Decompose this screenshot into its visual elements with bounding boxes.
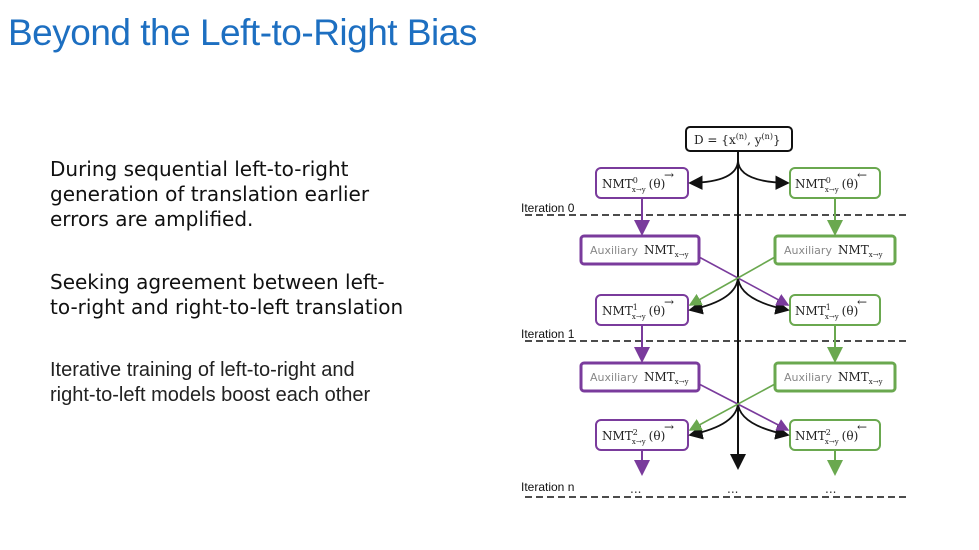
continuation-dots-center: ... [727,482,738,496]
bullet-line: to-right and right-to-left translation [50,295,404,319]
svg-text:Auxiliary: Auxiliary [590,244,638,257]
svg-text:Iteration 1: Iteration 1 [521,327,575,341]
svg-text:Auxiliary: Auxiliary [784,244,832,257]
svg-text:Auxiliary: Auxiliary [784,371,832,384]
svg-text:D = {x(n), y(n)}: D = {x(n), y(n)} [694,132,781,147]
iteration-0-separator: Iteration 0 [521,201,910,216]
bullet-agreement: Seeking agreement between left- to-right… [50,270,403,320]
dataset-node: D = {x(n), y(n)} [685,126,793,152]
dataset-label: D = {x [694,133,736,147]
svg-text:NMTx→y: NMTx→y [644,243,689,259]
bullet-line: generation of translation earlier [50,182,370,206]
svg-text:NMTx→y: NMTx→y [644,370,689,386]
arrow-right-mark: → [664,295,674,309]
bullet-line: Iterative training of left-to-right and [50,359,355,381]
svg-text:Auxiliary: Auxiliary [590,371,638,384]
auxiliary-left-b-node: Auxiliary NMTx→y [579,361,701,393]
svg-text:Iteration n: Iteration n [521,480,574,494]
bullet-iterative-training: Iterative training of left-to-right and … [50,358,370,408]
continuation-dots-left: ... [630,482,641,496]
bullet-line: right-to-left models boost each other [50,384,371,406]
cross-arrows [688,256,790,431]
slide-title: Beyond the Left-to-Right Bias [8,12,477,53]
continuation-dots-right: ... [825,482,836,496]
iteration-1-separator: Iteration 1 [521,327,910,342]
bullet-sequential-errors: During sequential left-to-right generati… [50,157,369,232]
bullet-line: During sequential left-to-right [50,157,349,181]
arrow-left-mark: ← [857,420,867,434]
auxiliary-right-b-node: Auxiliary NMTx→y [773,361,897,393]
svg-text:NMTx→y: NMTx→y [838,370,883,386]
bullet-line: Seeking agreement between left- [50,270,385,294]
svg-text:Iteration 0: Iteration 0 [521,201,575,215]
bullet-line: errors are amplified. [50,207,254,231]
iteration-n-separator: Iteration n [521,480,910,498]
svg-text:NMTx→y: NMTx→y [838,243,883,259]
arrow-right-mark: → [664,168,674,182]
data-arrows [688,159,790,440]
auxiliary-left-a-node: Auxiliary NMTx→y [579,234,701,266]
model-flow-arrows [634,198,843,476]
arrow-right-mark: → [664,420,674,434]
arrow-left-mark: ← [857,168,867,182]
arrow-left-mark: ← [857,295,867,309]
auxiliary-right-a-node: Auxiliary NMTx→y [773,234,897,266]
